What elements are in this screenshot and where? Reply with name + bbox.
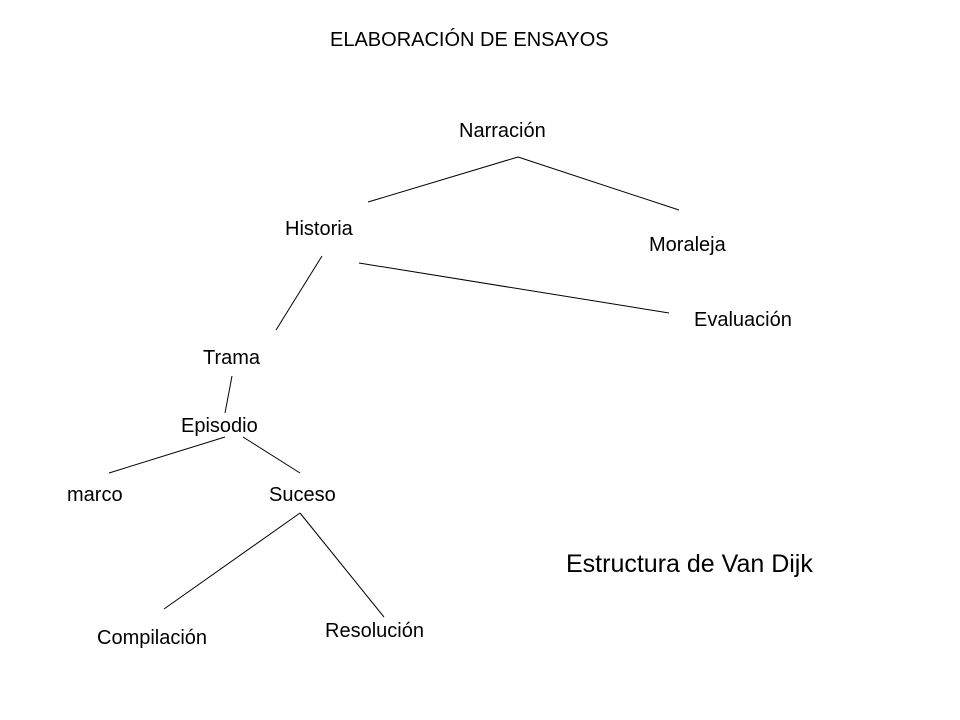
node-marco: marco [67, 484, 123, 506]
node-episodio: Episodio [181, 415, 258, 437]
edge-suceso-compilacion [163, 512, 301, 610]
edge-episodio-suceso [242, 436, 301, 474]
node-resolucion: Resolución [325, 620, 424, 642]
edge-suceso-resolucion [299, 512, 385, 618]
edge-narracion-historia [367, 156, 519, 203]
node-trama: Trama [203, 347, 261, 369]
node-compilacion: Compilación [97, 627, 208, 649]
diagram-caption: Estructura de Van Dijk [566, 550, 813, 578]
edge-episodio-marco [108, 436, 226, 474]
edge-historia-trama [275, 255, 323, 331]
node-historia: Historia [285, 218, 353, 240]
edge-historia-evaluacion [358, 262, 670, 314]
edge-trama-episodio [224, 375, 233, 414]
node-moraleja: Moraleja [649, 234, 726, 256]
node-narracion: Narración [459, 120, 546, 142]
node-evaluacion: Evaluación [694, 309, 792, 331]
edge-narracion-moraleja [517, 156, 680, 211]
page-title: ELABORACIÓN DE ENSAYOS [330, 29, 609, 51]
node-suceso: Suceso [269, 484, 336, 506]
